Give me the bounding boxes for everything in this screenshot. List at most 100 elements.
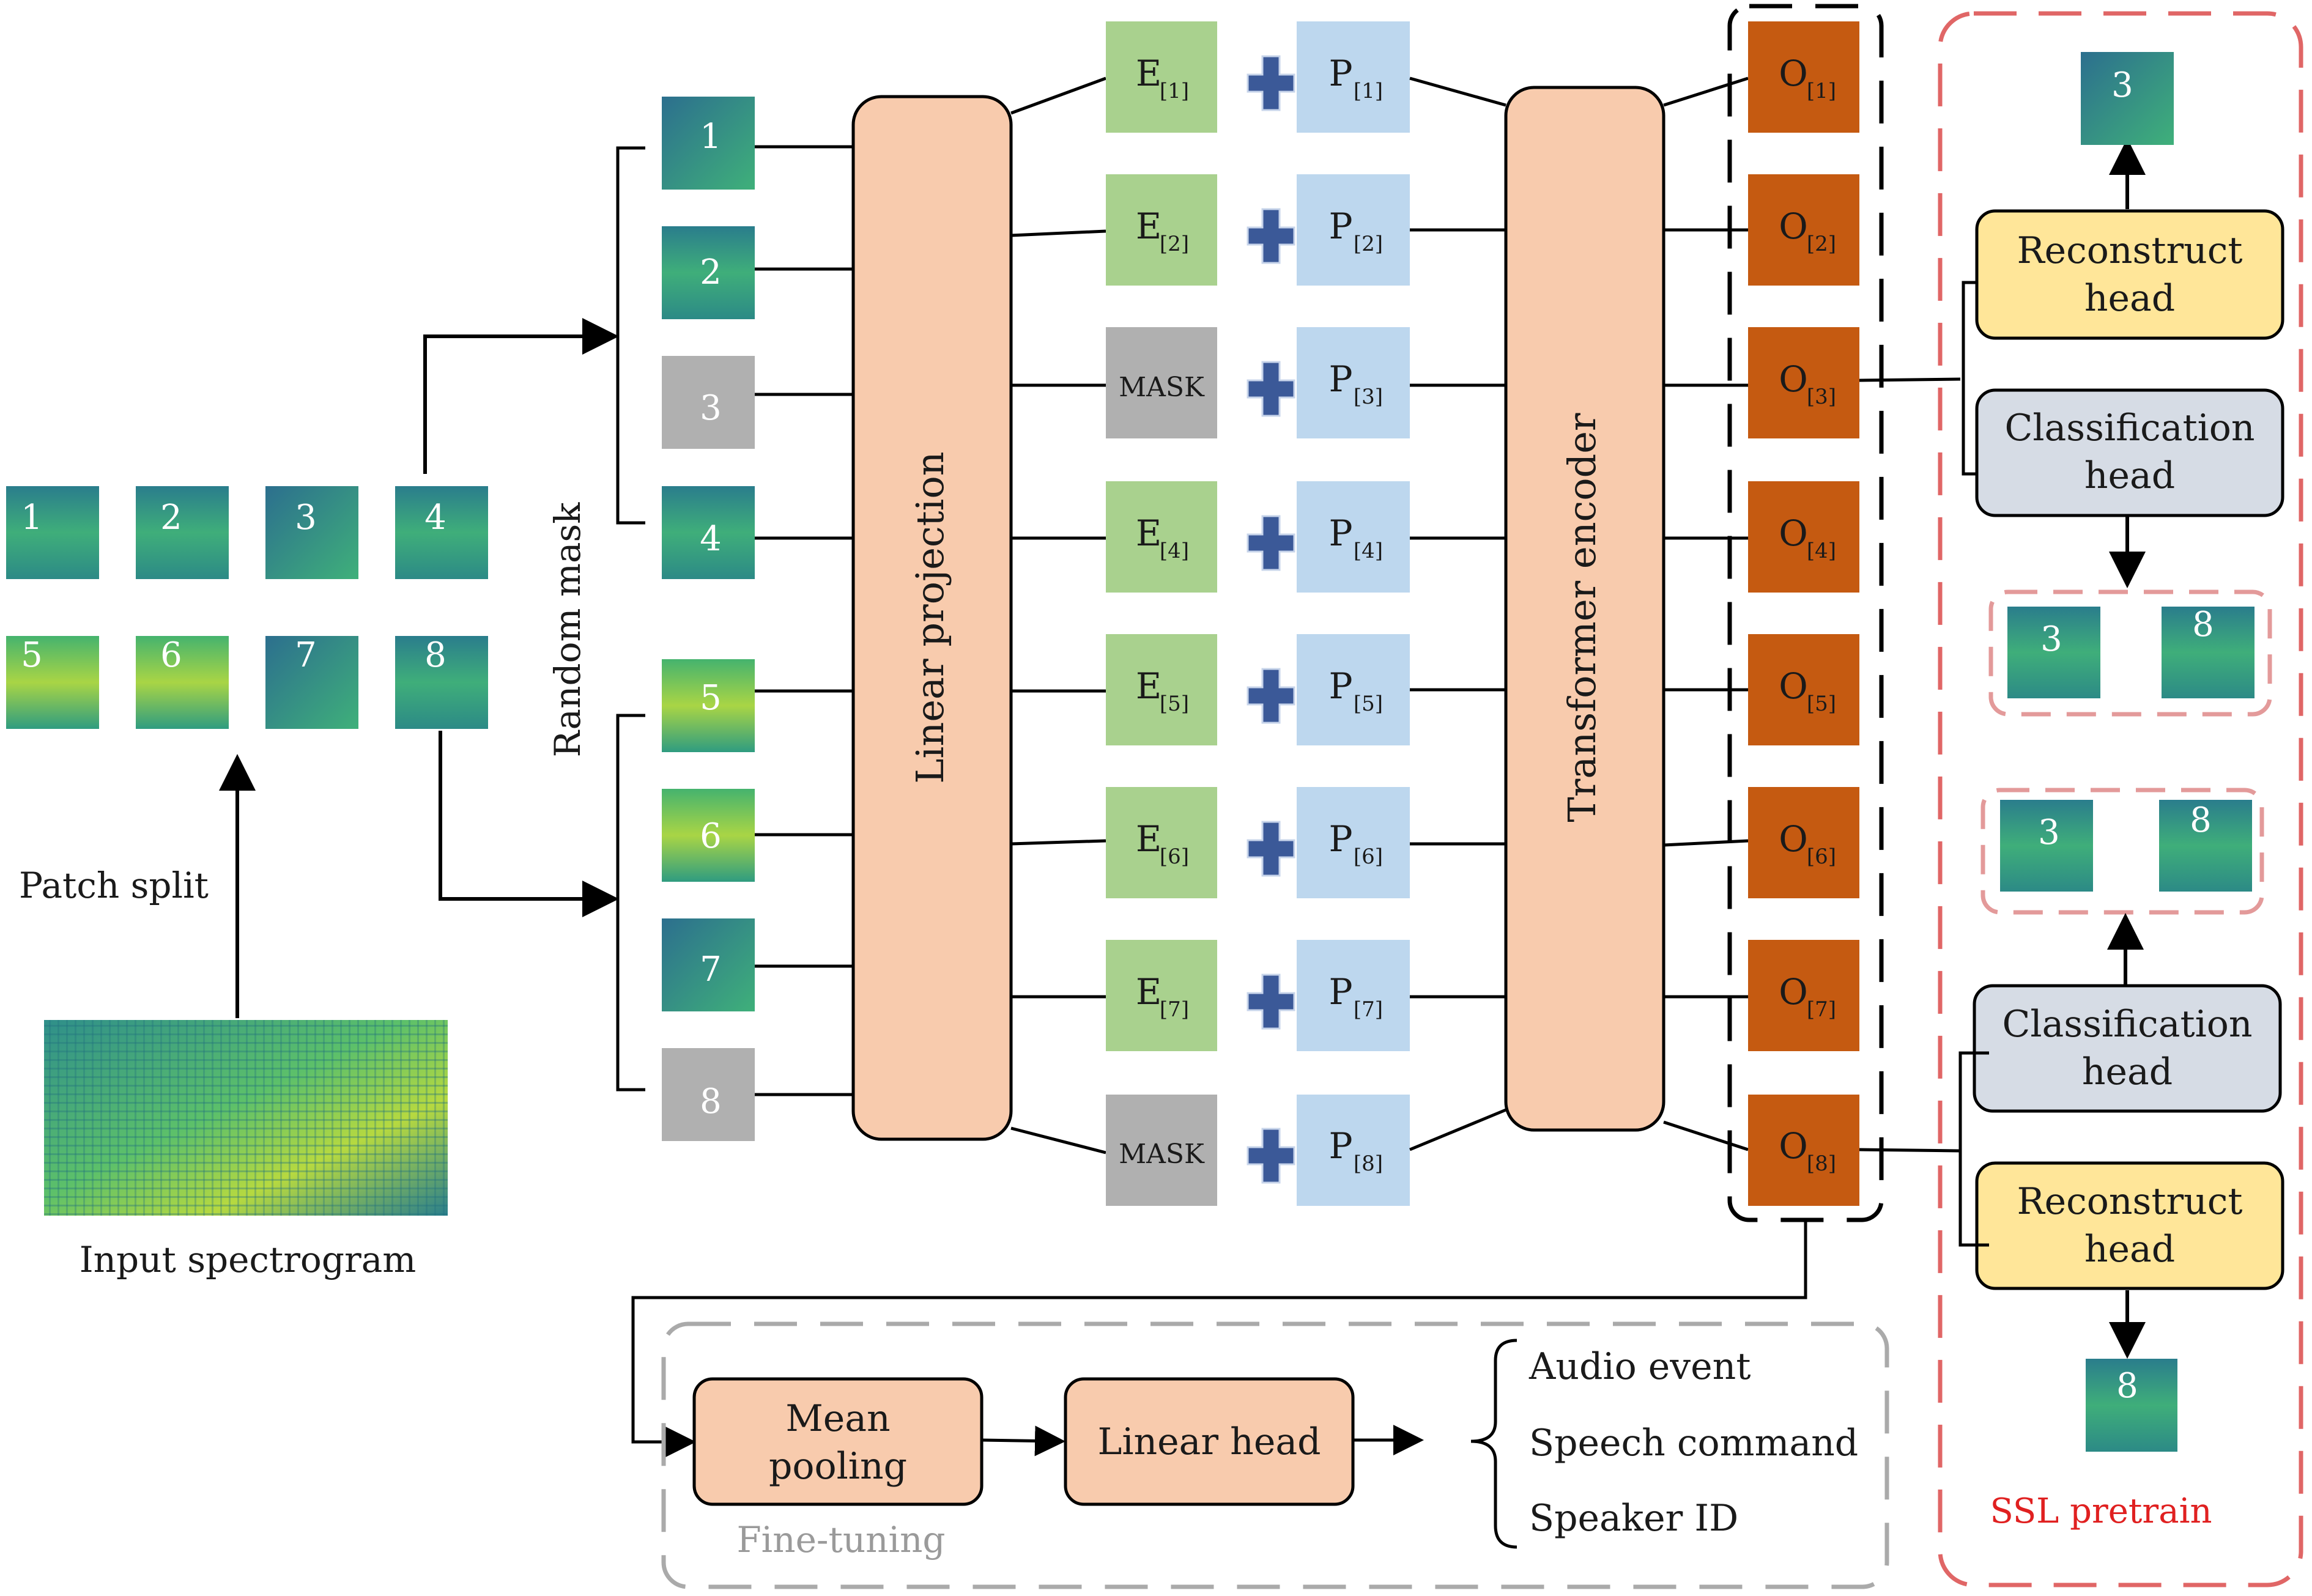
output-token — [1748, 21, 1859, 133]
split-patch — [6, 636, 99, 729]
position-token — [1297, 327, 1410, 438]
input-spectrogram — [44, 1020, 448, 1216]
bottom-classification-pair-box — [1980, 788, 2264, 915]
masked-patch-column: 1 2 3 4 5 6 7 8 — [662, 97, 755, 1141]
embedding-token — [1106, 634, 1217, 745]
output-subscript: [4] — [1807, 539, 1836, 563]
split-patch-number: 8 — [424, 635, 446, 675]
embedding-subscript: [4] — [1160, 539, 1189, 563]
position-column: P [1] P [2] P [3] P [4] P [5] P [6] P [7… — [1297, 21, 1410, 1206]
patch-number: 8 — [2190, 800, 2212, 840]
patch-5 — [662, 659, 755, 752]
class-patch-3 — [2007, 607, 2100, 698]
patch-number: 1 — [700, 117, 722, 157]
classification-head-text: head — [2084, 454, 2175, 497]
patch-number: 7 — [700, 950, 722, 989]
reconstructed-patch-8 — [2086, 1359, 2177, 1452]
position-letter: P — [1328, 512, 1352, 554]
embedding-token — [1106, 787, 1217, 898]
plus-icon — [1247, 973, 1295, 1030]
output-letter: O — [1779, 971, 1808, 1013]
reconstruct-head-text: head — [2084, 1228, 2175, 1271]
fine-tuning-label: Fine-tuning — [736, 1519, 945, 1561]
split-patch-number: 1 — [21, 498, 43, 538]
output-subscript: [1] — [1807, 79, 1836, 103]
ssl-pretrain-label: SSL pretrain — [1990, 1491, 2212, 1531]
transformer-to-output-lines — [1663, 76, 1749, 1151]
patch-3-masked — [662, 356, 755, 449]
split-patch-number: 6 — [160, 635, 182, 675]
mask-label: MASK — [1119, 1139, 1205, 1170]
output-token — [1748, 1095, 1859, 1206]
class-patch-8 — [2162, 607, 2255, 698]
position-subscript: [7] — [1354, 997, 1383, 1022]
patch-number: 3 — [2038, 813, 2060, 852]
mean-pooling-text: pooling — [769, 1445, 907, 1488]
fine-tuning-box — [661, 1321, 1889, 1589]
embedding-subscript: [7] — [1160, 997, 1189, 1022]
linear-projection-label: Linear projection — [908, 451, 952, 783]
embedding-subscript: [5] — [1160, 692, 1189, 716]
split-patch — [265, 636, 358, 729]
classification-head-text: head — [2082, 1051, 2173, 1093]
task-item: Speaker ID — [1529, 1497, 1738, 1540]
plus-icon — [1247, 208, 1295, 264]
split-patch — [265, 486, 358, 579]
patch-number: 8 — [2116, 1366, 2138, 1406]
output-subscript: [6] — [1807, 844, 1836, 869]
output-token — [1748, 787, 1859, 898]
position-token — [1297, 787, 1410, 898]
plus-icon — [1247, 821, 1295, 877]
reconstructed-patch-3 — [2081, 52, 2174, 145]
position-letter: P — [1328, 1125, 1352, 1167]
embedding-token — [1106, 174, 1217, 286]
bottom-bracket — [616, 714, 645, 1092]
random-mask-label: Random mask — [547, 502, 588, 758]
mean-pooling-text: Mean — [785, 1397, 890, 1440]
mask-token — [1106, 1095, 1217, 1206]
output-letter: O — [1779, 818, 1808, 860]
output-token — [1748, 174, 1859, 286]
split-patch — [395, 636, 488, 729]
patch-number: 6 — [700, 816, 722, 856]
linear-head-text: Linear head — [1097, 1421, 1321, 1463]
position-letter: P — [1328, 358, 1352, 400]
embedding-letter: E — [1136, 512, 1162, 554]
split-patch-number: 5 — [21, 635, 43, 675]
patch-number: 2 — [700, 253, 722, 292]
position-letter: P — [1328, 205, 1352, 247]
split-patch-number: 7 — [295, 635, 317, 675]
mask-token — [1106, 327, 1217, 438]
position-token — [1297, 940, 1410, 1051]
task-item: Audio event — [1528, 1345, 1751, 1388]
reconstruct-head-text: Reconstruct — [2017, 229, 2243, 272]
split-patches: 1 2 3 4 5 6 7 8 — [6, 486, 488, 729]
output-token — [1748, 327, 1859, 438]
split-patch — [6, 486, 99, 579]
output-subscript: [2] — [1807, 232, 1836, 256]
patch-number: 8 — [700, 1082, 722, 1121]
classification-head-text: Classification — [2002, 1003, 2252, 1046]
position-subscript: [6] — [1354, 844, 1383, 869]
output-letter: O — [1779, 665, 1808, 707]
output-letter: O — [1779, 512, 1808, 554]
classification-head-bottom — [1973, 984, 2282, 1113]
embedding-subscript: [6] — [1160, 844, 1189, 869]
ssl-pretrain-box — [1938, 11, 2303, 1587]
classification-head-top — [1975, 388, 2284, 517]
reconstruct-head-text: head — [2084, 277, 2175, 320]
projection-to-embedding-lines — [1010, 76, 1106, 1155]
embedding-subscript: [1] — [1160, 79, 1189, 103]
embedding-subscript: [2] — [1160, 232, 1189, 256]
transformer-encoder-label: Transformer encoder — [1560, 413, 1604, 822]
patch-1 — [662, 97, 755, 190]
output-subscript: [8] — [1807, 1151, 1836, 1176]
split-patch-number: 4 — [424, 498, 446, 538]
split-patch — [136, 486, 229, 579]
position-letter: P — [1328, 665, 1352, 707]
pooling-to-linear-arrow — [981, 1425, 1065, 1457]
patch-number: 5 — [700, 678, 722, 718]
top-bracket — [616, 146, 645, 525]
output-column: O [1] O [2] O [3] O [4] O [5] O [6] O [7… — [1748, 21, 1859, 1206]
